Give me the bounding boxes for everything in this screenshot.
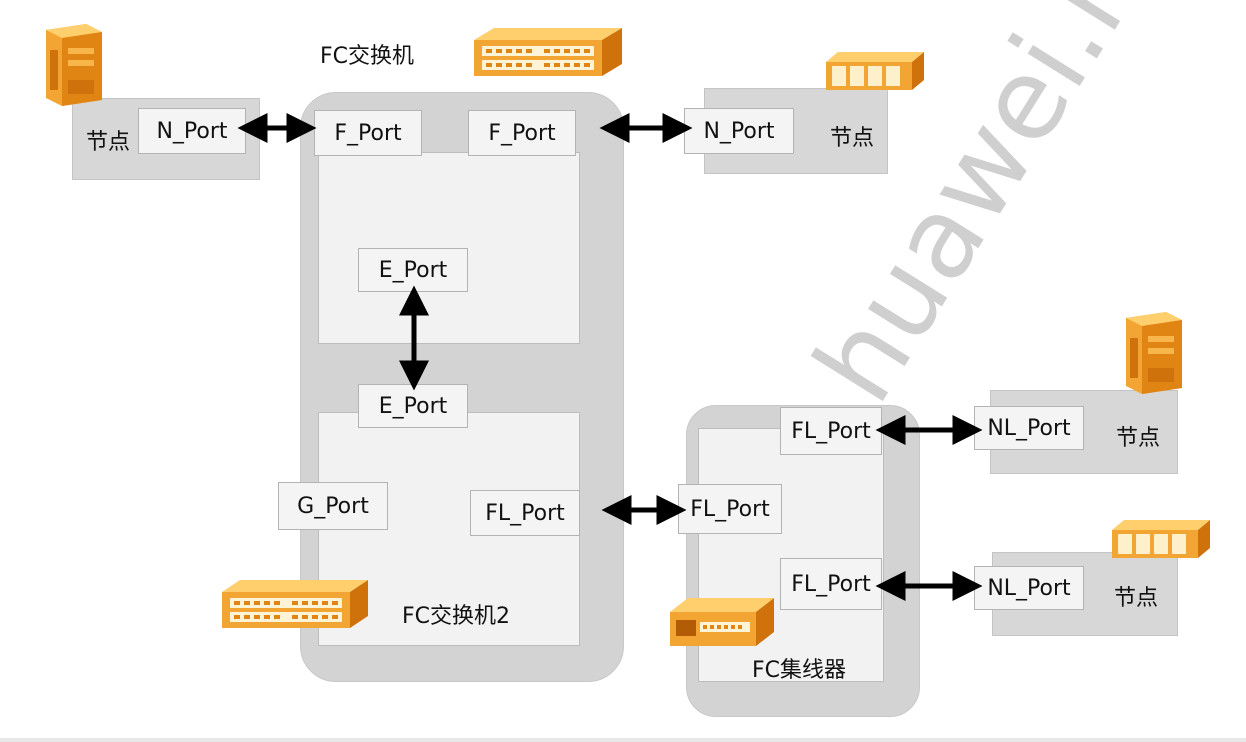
switch1-f-port-right: F_Port bbox=[468, 110, 576, 156]
hub-fl-port-bottom: FL_Port bbox=[780, 558, 882, 610]
switch2-e-port: E_Port bbox=[358, 384, 468, 428]
node-top-left-label: 节点 bbox=[86, 130, 131, 155]
fc-hub-title: FC集线器 bbox=[752, 658, 847, 683]
fc-hub-icon bbox=[670, 598, 774, 646]
disk-array-icon bbox=[826, 52, 924, 90]
switch1-e-port: E_Port bbox=[358, 248, 468, 292]
fc-switch1-icon bbox=[474, 28, 622, 76]
node-mid-right-nl-port: NL_Port bbox=[974, 406, 1084, 450]
node-bottom-right-label: 节点 bbox=[1114, 586, 1159, 611]
fc-switch2-title: FC交换机2 bbox=[402, 604, 511, 629]
switch2-g-port: G_Port bbox=[278, 482, 388, 530]
hub-fl-port-left: FL_Port bbox=[678, 484, 782, 534]
fc-switch2-icon bbox=[222, 580, 368, 628]
node-top-left-n-port: N_Port bbox=[138, 108, 246, 154]
node-top-right-label: 节点 bbox=[830, 126, 875, 151]
node-bottom-right-nl-port: NL_Port bbox=[974, 566, 1084, 610]
switch2-fl-port: FL_Port bbox=[470, 490, 580, 536]
disk-array-icon-right bbox=[1112, 520, 1210, 558]
hub-fl-port-top: FL_Port bbox=[780, 407, 882, 455]
bottom-divider bbox=[0, 738, 1246, 742]
node-top-right-n-port: N_Port bbox=[684, 108, 794, 154]
node-mid-right-label: 节点 bbox=[1116, 426, 1161, 451]
fc-switch1-title: FC交换机 bbox=[320, 44, 415, 69]
server-tower-icon-right bbox=[1126, 312, 1182, 394]
server-tower-icon bbox=[46, 24, 102, 106]
switch1-f-port-left: F_Port bbox=[314, 110, 422, 156]
